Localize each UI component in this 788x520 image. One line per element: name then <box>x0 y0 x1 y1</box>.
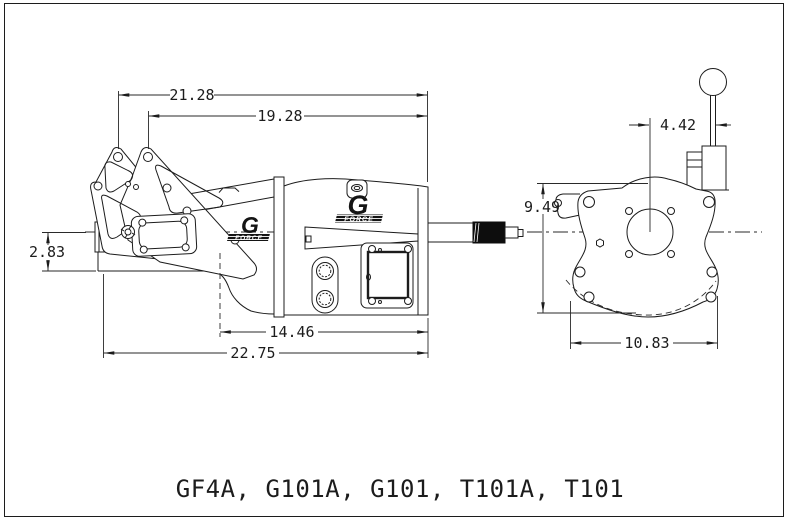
bore-bolt-hole <box>625 250 633 258</box>
flange-hole <box>706 266 718 278</box>
logo-banner <box>227 233 270 241</box>
bore-bolt-hole <box>667 207 675 215</box>
output-shaft-tip <box>504 226 519 239</box>
bore-bolt-hole <box>667 250 675 258</box>
dim-bottom-overall: 22.75 <box>103 274 428 362</box>
drawing-border <box>4 3 784 517</box>
dim-shifter-offset: 4.42 <box>629 116 731 134</box>
flange-hole <box>574 266 586 278</box>
dim-label: 19.28 <box>257 107 302 125</box>
pivot-bolt <box>120 225 136 239</box>
main-case <box>273 176 429 318</box>
plate-hole <box>143 152 153 162</box>
plate-hole <box>162 183 172 193</box>
dim-label: 22.75 <box>230 344 275 362</box>
dim-case-length: 14.46 <box>219 253 429 358</box>
logo-word: FORCE <box>344 217 374 224</box>
dim-label: 4.42 <box>660 116 696 134</box>
shaft-key <box>305 235 312 243</box>
shifter-bracket <box>686 151 703 191</box>
dim-flange-width: 10.83 <box>570 296 718 352</box>
end-view <box>554 68 729 318</box>
dim-flange-height: 9.49 <box>524 183 648 314</box>
dim-label: 14.46 <box>269 323 314 341</box>
plate-hole <box>93 181 103 191</box>
output-shaft-shank <box>427 222 474 243</box>
shift-knob <box>699 68 727 96</box>
dim-label: 10.83 <box>624 334 669 352</box>
plate-cutout <box>155 164 224 214</box>
adapter-plate <box>273 176 285 318</box>
hex-fitting <box>596 238 604 248</box>
output-shaft-nub <box>517 229 524 237</box>
flange-hole <box>705 291 717 303</box>
access-cover <box>360 242 414 309</box>
plate-hole <box>113 152 123 162</box>
ear-hole <box>554 199 562 207</box>
flange-hole <box>583 196 595 208</box>
logo-banner <box>335 214 383 223</box>
dim-label: 2.83 <box>29 243 65 261</box>
flange-ear <box>555 193 581 219</box>
shifter-body <box>701 145 727 191</box>
plate-hole <box>125 181 131 187</box>
bore-bolt-hole <box>625 207 633 215</box>
gforce-logo-bell: G FORCE <box>227 212 270 242</box>
flange-hole <box>583 291 595 303</box>
output-shaft <box>427 221 524 244</box>
side-view: G FORCE G FORCE <box>90 147 524 318</box>
logo-word: FORCE <box>235 235 263 242</box>
dim-top-inner: 19.28 <box>148 107 428 149</box>
bell-skirt <box>98 270 275 315</box>
rear-flange <box>554 118 719 318</box>
dimensions: 21.28 19.28 2.83 14.46 22.75 <box>29 86 731 362</box>
plate-cutout <box>104 161 134 193</box>
gforce-logo-case: G FORCE <box>335 190 383 224</box>
logo-letter: G <box>241 212 259 238</box>
shift-lever <box>685 68 729 191</box>
dim-label: 9.49 <box>524 198 560 216</box>
caption: GF4A, G101A, G101, T101A, T101 <box>176 475 624 503</box>
input-shaft <box>304 226 419 250</box>
mount-plates <box>90 147 257 280</box>
logo-letter: G <box>347 190 368 220</box>
flange-hole <box>703 196 715 208</box>
dim-top-outer: 21.28 <box>118 86 428 182</box>
dim-drop: 2.83 <box>29 232 96 272</box>
breather-pad <box>346 179 368 199</box>
gasket-plate <box>130 213 198 257</box>
lifting-lug <box>218 187 240 193</box>
plate-hole <box>133 184 139 190</box>
plug-boss <box>311 256 339 314</box>
dim-label: 21.28 <box>169 86 214 104</box>
